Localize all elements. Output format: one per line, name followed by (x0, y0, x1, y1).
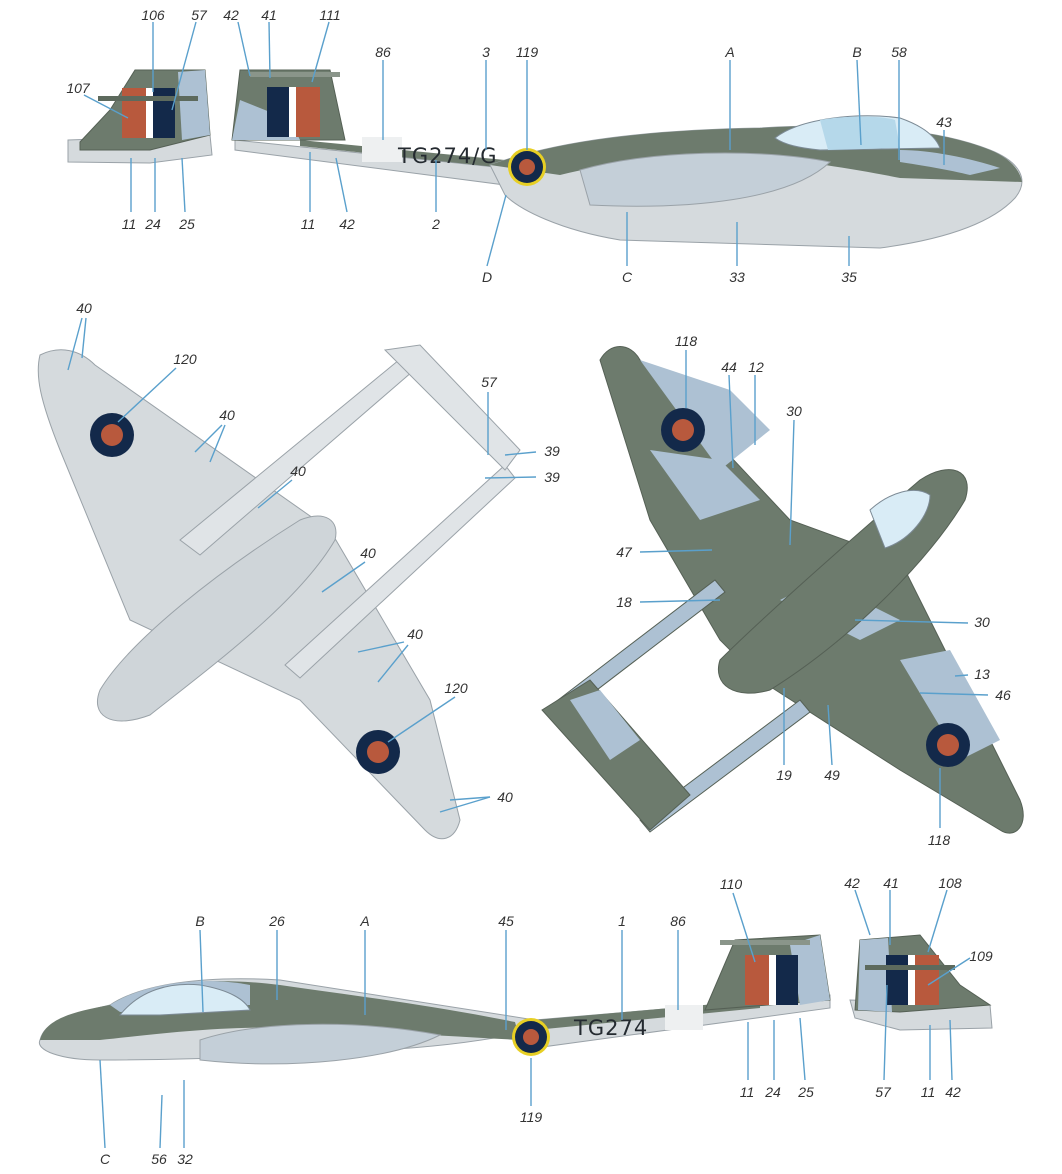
callout-label: 118 (675, 333, 698, 349)
fin-flash-blue (153, 88, 175, 138)
callout-label: 106 (141, 7, 165, 23)
callout-label: 118 (928, 832, 951, 848)
callout-label: 42 (339, 216, 355, 232)
callout-label: 86 (375, 44, 391, 60)
callout-label: A (359, 913, 369, 929)
callout-label: 12 (748, 359, 764, 375)
callout-label: 109 (969, 948, 993, 964)
callout-label: 44 (721, 359, 737, 375)
fin-flash-white (146, 88, 153, 138)
callout-label: 120 (173, 351, 197, 367)
callout-label: 24 (764, 1084, 781, 1100)
callout-label: 39 (544, 443, 560, 459)
callout-label: 1 (618, 913, 626, 929)
callout-label: 42 (945, 1084, 961, 1100)
port-callouts: 106 57 107 42 41 111 86 3 119 A B 58 43 … (66, 7, 952, 285)
callout-label: 58 (891, 44, 907, 60)
port-fin-flash-blue (267, 87, 289, 137)
callout-label: 46 (995, 687, 1011, 703)
callout-label: 119 (516, 44, 539, 60)
starboard-fin-flash-red (745, 955, 769, 1005)
callout-label: 57 (481, 374, 498, 390)
callout-label: 24 (144, 216, 161, 232)
callout-label: 107 (66, 80, 91, 96)
callout-label: 49 (824, 767, 840, 783)
callout-label: 42 (223, 7, 239, 23)
callout-label: 30 (786, 403, 802, 419)
callout-label: C (622, 269, 633, 285)
starboard-side-profile: TG274 110 42 41 108 (38, 875, 993, 1167)
callout-label: 41 (883, 875, 899, 891)
topside-plan-view: 118 44 12 30 47 18 30 13 46 19 49 118 (541, 333, 1024, 848)
callout-label: D (482, 269, 492, 285)
underside-plan-view: 40 120 40 40 40 40 120 40 57 39 39 (37, 300, 560, 840)
starboard-main-aircraft (38, 934, 831, 1065)
callout-label: 57 (875, 1084, 892, 1100)
callout-label: 120 (444, 680, 468, 696)
callout-label: 39 (544, 469, 560, 485)
callout-label: 56 (151, 1151, 167, 1167)
callout-label: 40 (407, 626, 423, 642)
callout-label: 40 (76, 300, 92, 316)
starboard-roundel-119 (512, 1018, 550, 1056)
callout-label: 13 (974, 666, 990, 682)
callout-label: 3 (482, 44, 490, 60)
starboard-serial: TG274 (573, 1016, 648, 1040)
callout-label: 110 (720, 876, 743, 892)
callout-label: 40 (219, 407, 235, 423)
callout-label: 45 (498, 913, 514, 929)
callout-label: 11 (122, 216, 137, 232)
callout-label: 32 (177, 1151, 193, 1167)
callout-label: 18 (616, 594, 632, 610)
callout-label: 119 (520, 1109, 543, 1125)
port-main-aircraft (231, 69, 1023, 249)
callout-label: 25 (178, 216, 195, 232)
port-serial: TG274/G (397, 144, 498, 168)
port-roundel-119 (508, 148, 546, 186)
callout-label: 40 (497, 789, 513, 805)
callout-label: 86 (670, 913, 686, 929)
callout-label: 30 (974, 614, 990, 630)
fin-flash-red (122, 88, 146, 138)
callout-label: 40 (360, 545, 376, 561)
callout-label: A (724, 44, 734, 60)
callout-label: 108 (938, 875, 962, 891)
callout-label: 11 (301, 216, 316, 232)
callout-label: 33 (729, 269, 745, 285)
callout-label: B (195, 913, 204, 929)
callout-label: 25 (797, 1084, 814, 1100)
callout-label: 43 (936, 114, 952, 130)
callout-label: 11 (740, 1084, 755, 1100)
callout-label: 40 (290, 463, 306, 479)
callout-label: 26 (268, 913, 285, 929)
starboard-callouts: 110 42 41 108 109 B 26 A 45 1 86 11 24 2… (99, 875, 993, 1167)
callout-label: 47 (616, 544, 633, 560)
callout-label: 42 (844, 875, 860, 891)
callout-label: 41 (261, 7, 277, 23)
port-side-profile: TG274/G 106 57 (66, 7, 1023, 285)
callout-label: 19 (776, 767, 792, 783)
callout-label: 11 (921, 1084, 936, 1100)
callout-label: 2 (431, 216, 440, 232)
callout-label: 35 (841, 269, 857, 285)
tail-flash-blue (886, 955, 908, 1005)
callout-label: 111 (319, 7, 340, 23)
starboard-tail-end-view (849, 934, 993, 1031)
callout-label: C (100, 1151, 111, 1167)
callout-label: 57 (191, 7, 208, 23)
callout-label: B (852, 44, 861, 60)
